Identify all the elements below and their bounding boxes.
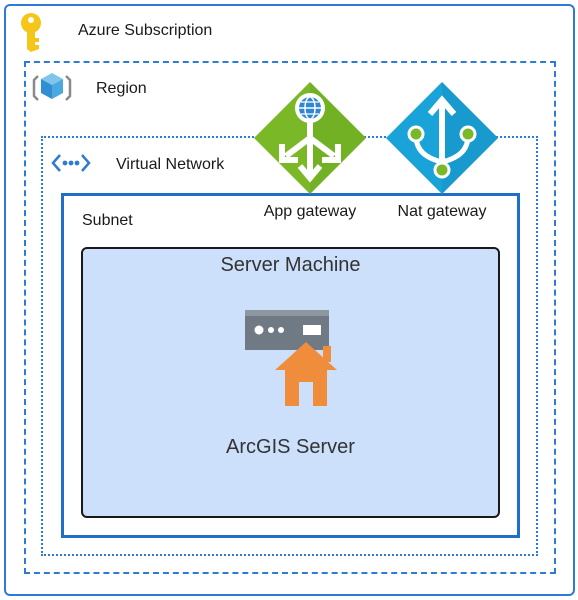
cube-icon xyxy=(32,73,72,101)
region-label: Region xyxy=(96,80,147,97)
virtual-network-icon xyxy=(51,154,91,172)
server-house-icon xyxy=(245,310,337,406)
region-container xyxy=(24,61,556,574)
app-gateway-label: App gateway xyxy=(263,203,357,220)
app-gateway-icon xyxy=(254,82,366,194)
server-machine-title: Server Machine xyxy=(220,254,361,276)
server-caption: ArcGIS Server xyxy=(226,436,355,458)
key-icon xyxy=(21,13,41,52)
nat-gateway-icon xyxy=(386,82,498,194)
subnet-label: Subnet xyxy=(82,212,133,229)
subscription-label: Azure Subscription xyxy=(78,22,213,39)
virtual-network-label: Virtual Network xyxy=(116,156,225,173)
azure-subscription-container xyxy=(4,4,575,596)
nat-gateway-label: Nat gateway xyxy=(397,203,487,220)
